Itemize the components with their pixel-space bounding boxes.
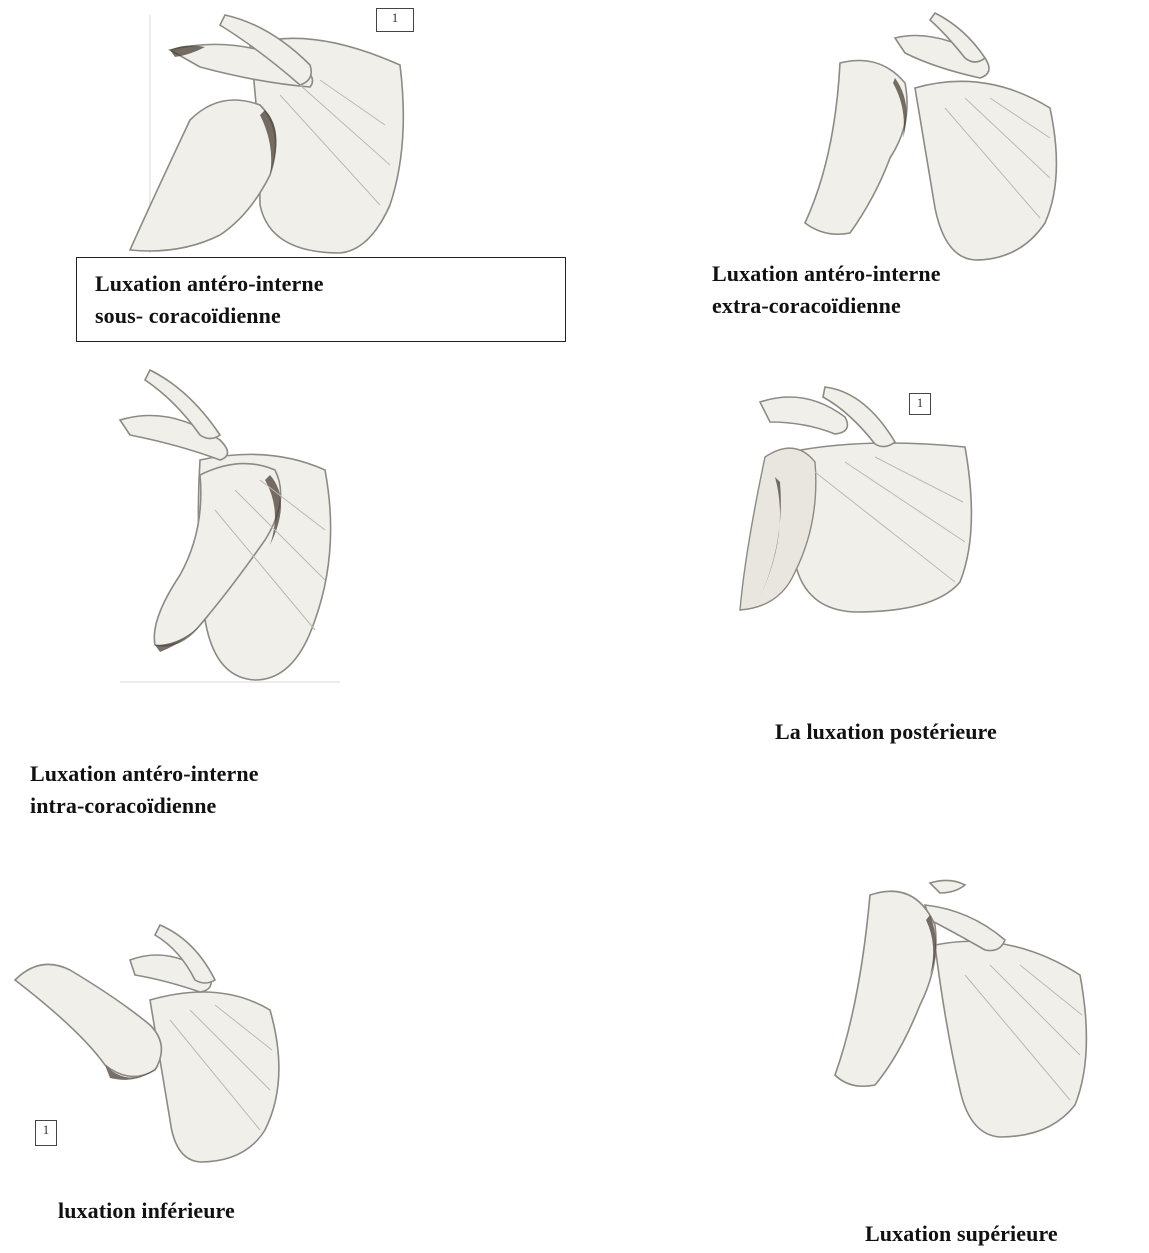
caption-line: extra-coracoïdienne [712, 290, 941, 322]
caption-line: Luxation supérieure [865, 1218, 1058, 1250]
caption-line: Luxation antéro-interne [30, 758, 259, 790]
caption-superieure: Luxation supérieure [865, 1218, 1058, 1250]
caption-posterieure: La luxation postérieure [775, 716, 997, 748]
caption-line: intra-coracoïdienne [30, 790, 259, 822]
caption-line: Luxation antéro-interne [712, 258, 941, 290]
caption-line: Luxation antéro-interne [95, 268, 547, 300]
illustration-posterieure [735, 382, 975, 614]
caption-line: luxation inférieure [58, 1195, 235, 1227]
caption-inferieure: luxation inférieure [58, 1195, 235, 1227]
illustration-superieure [830, 875, 1100, 1140]
caption-line: La luxation postérieure [775, 716, 997, 748]
caption-line: sous- coracoïdienne [95, 300, 547, 332]
figure-marker: 1 [376, 8, 414, 32]
caption-extra-coracoidienne: Luxation antéro-interne extra-coracoïdie… [712, 258, 941, 322]
caption-intra-coracoidienne: Luxation antéro-interne intra-coracoïdie… [30, 758, 259, 822]
caption-sous-coracoidienne: Luxation antéro-interne sous- coracoïdie… [76, 257, 566, 342]
illustration-intra-coracoidienne [110, 360, 350, 685]
illustration-sous-coracoidienne [110, 5, 430, 255]
figure-marker: 1 [909, 393, 931, 415]
figure-marker: 1 [35, 1120, 57, 1146]
illustration-extra-coracoidienne [795, 8, 1085, 263]
